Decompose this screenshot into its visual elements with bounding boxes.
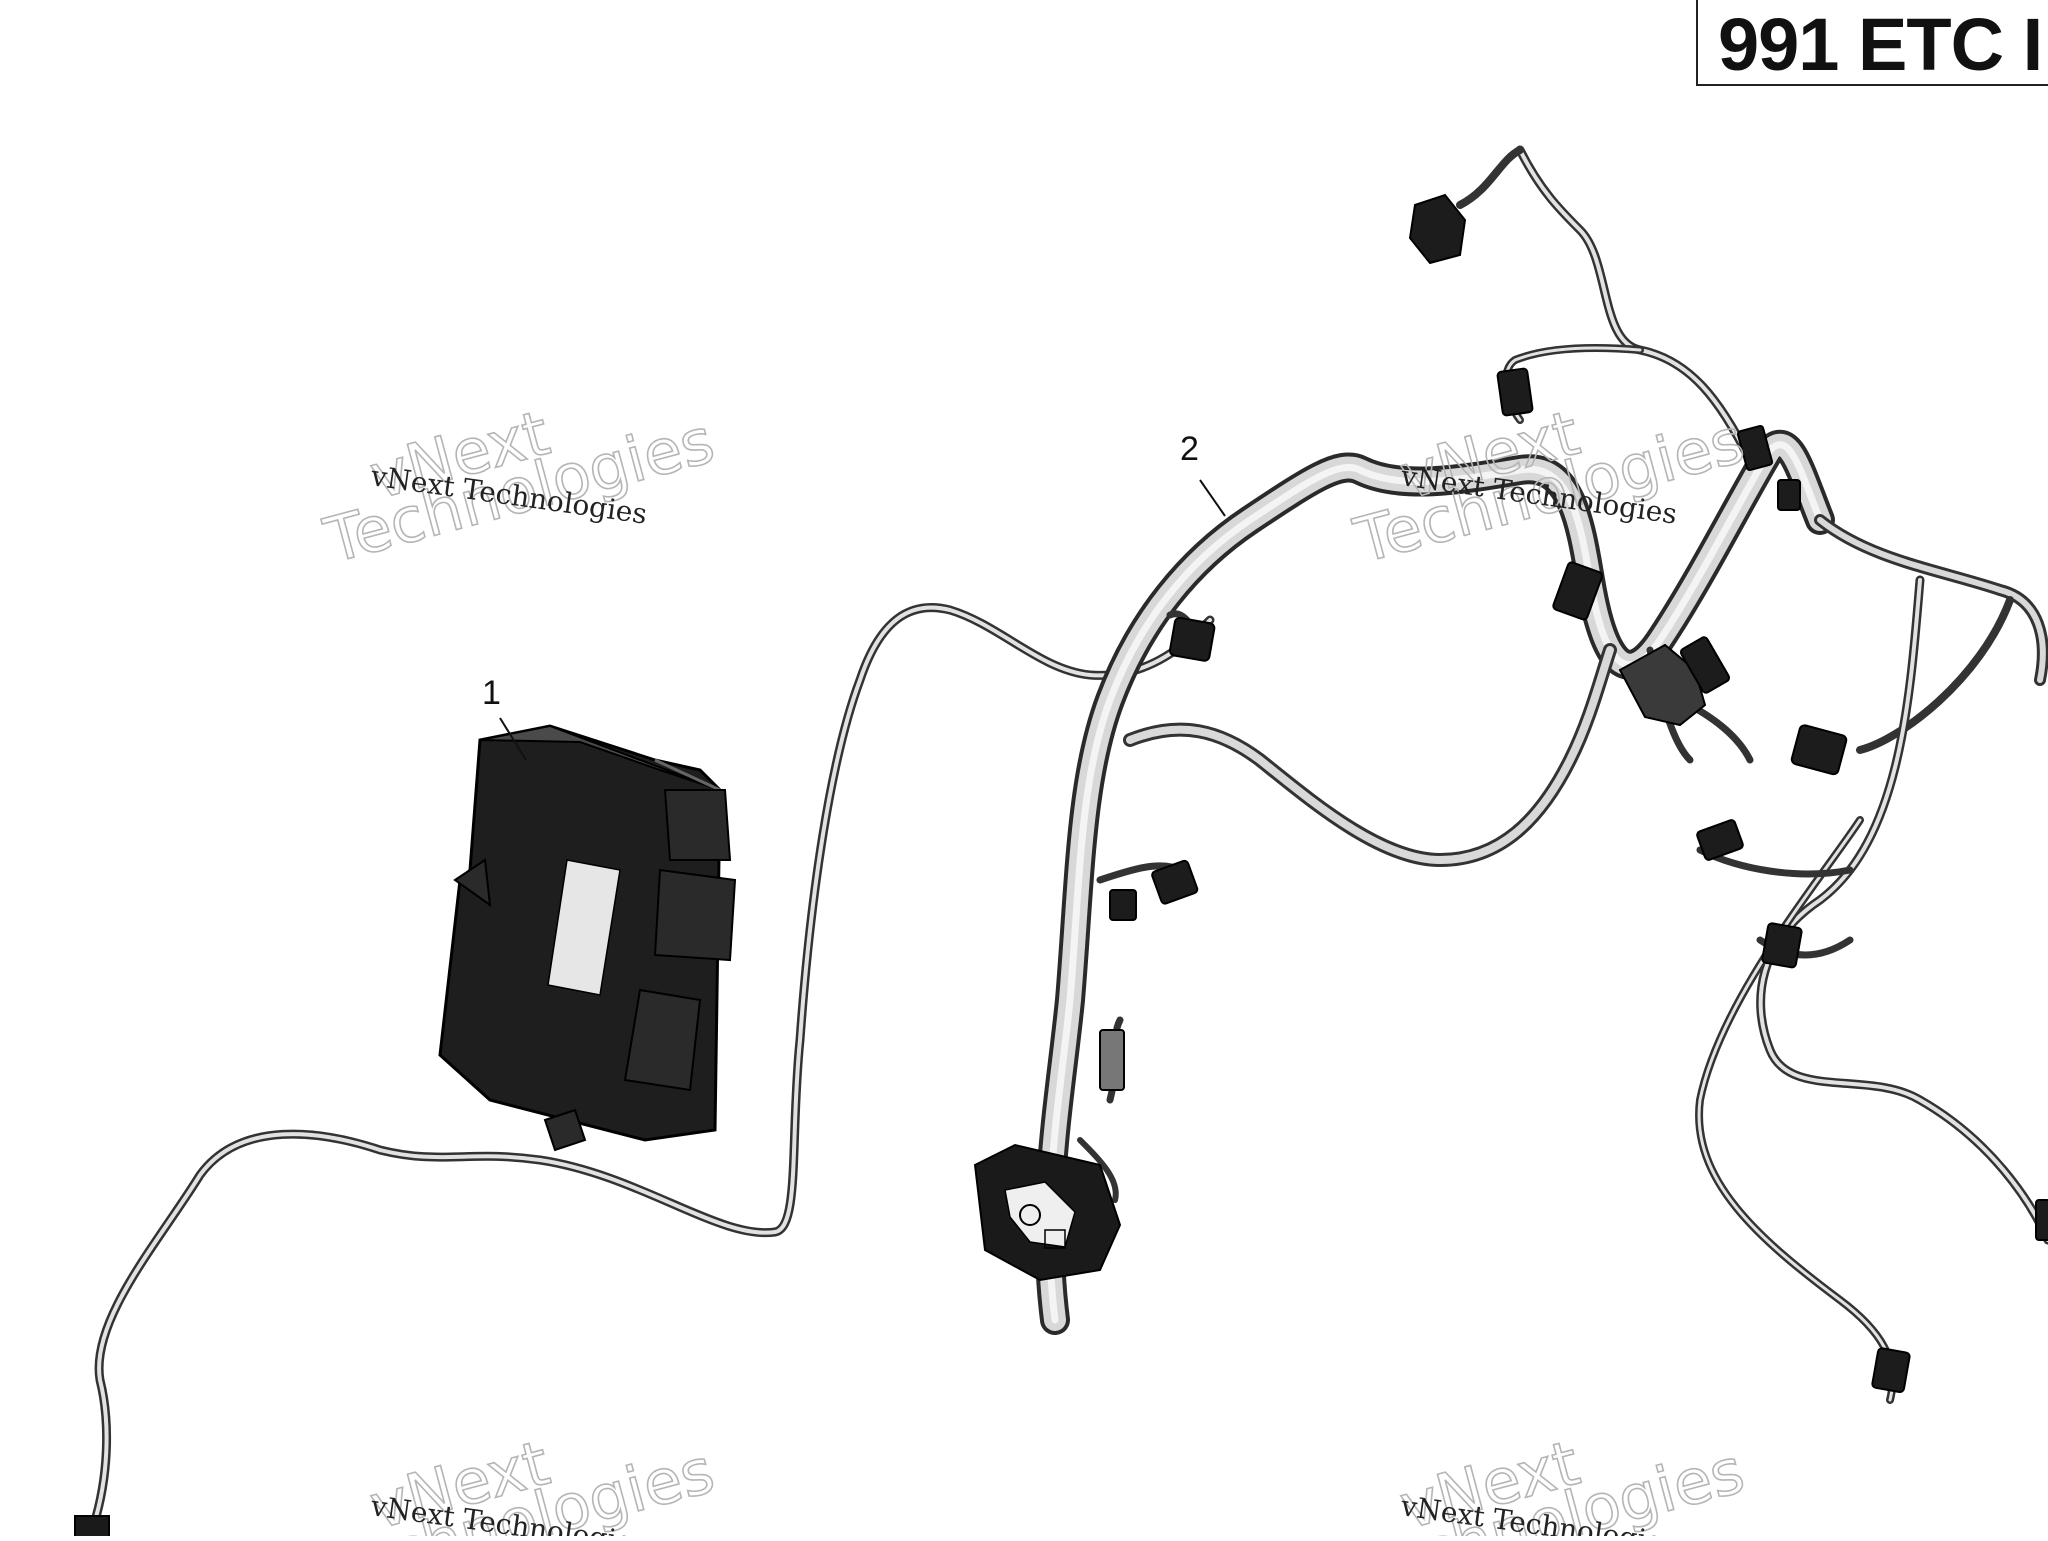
harness-branches bbox=[1077, 145, 2048, 1404]
control-module bbox=[438, 724, 737, 1152]
watermark-top-left: vNext Technologies bbox=[316, 395, 722, 578]
callout-1: 1 bbox=[482, 674, 501, 712]
harness-trunk bbox=[1034, 429, 1835, 1335]
left-end-connector bbox=[74, 1515, 110, 1541]
callout-leaders bbox=[499, 479, 1226, 761]
callout-2: 2 bbox=[1180, 430, 1199, 468]
thin-wire-left bbox=[85, 603, 1215, 1541]
page-title: 991 ETC I bbox=[1718, 3, 2043, 86]
large-connector bbox=[973, 1143, 1122, 1282]
title-box: 991 ETC I bbox=[1696, 0, 2048, 86]
harness-connectors bbox=[1099, 193, 2048, 1394]
